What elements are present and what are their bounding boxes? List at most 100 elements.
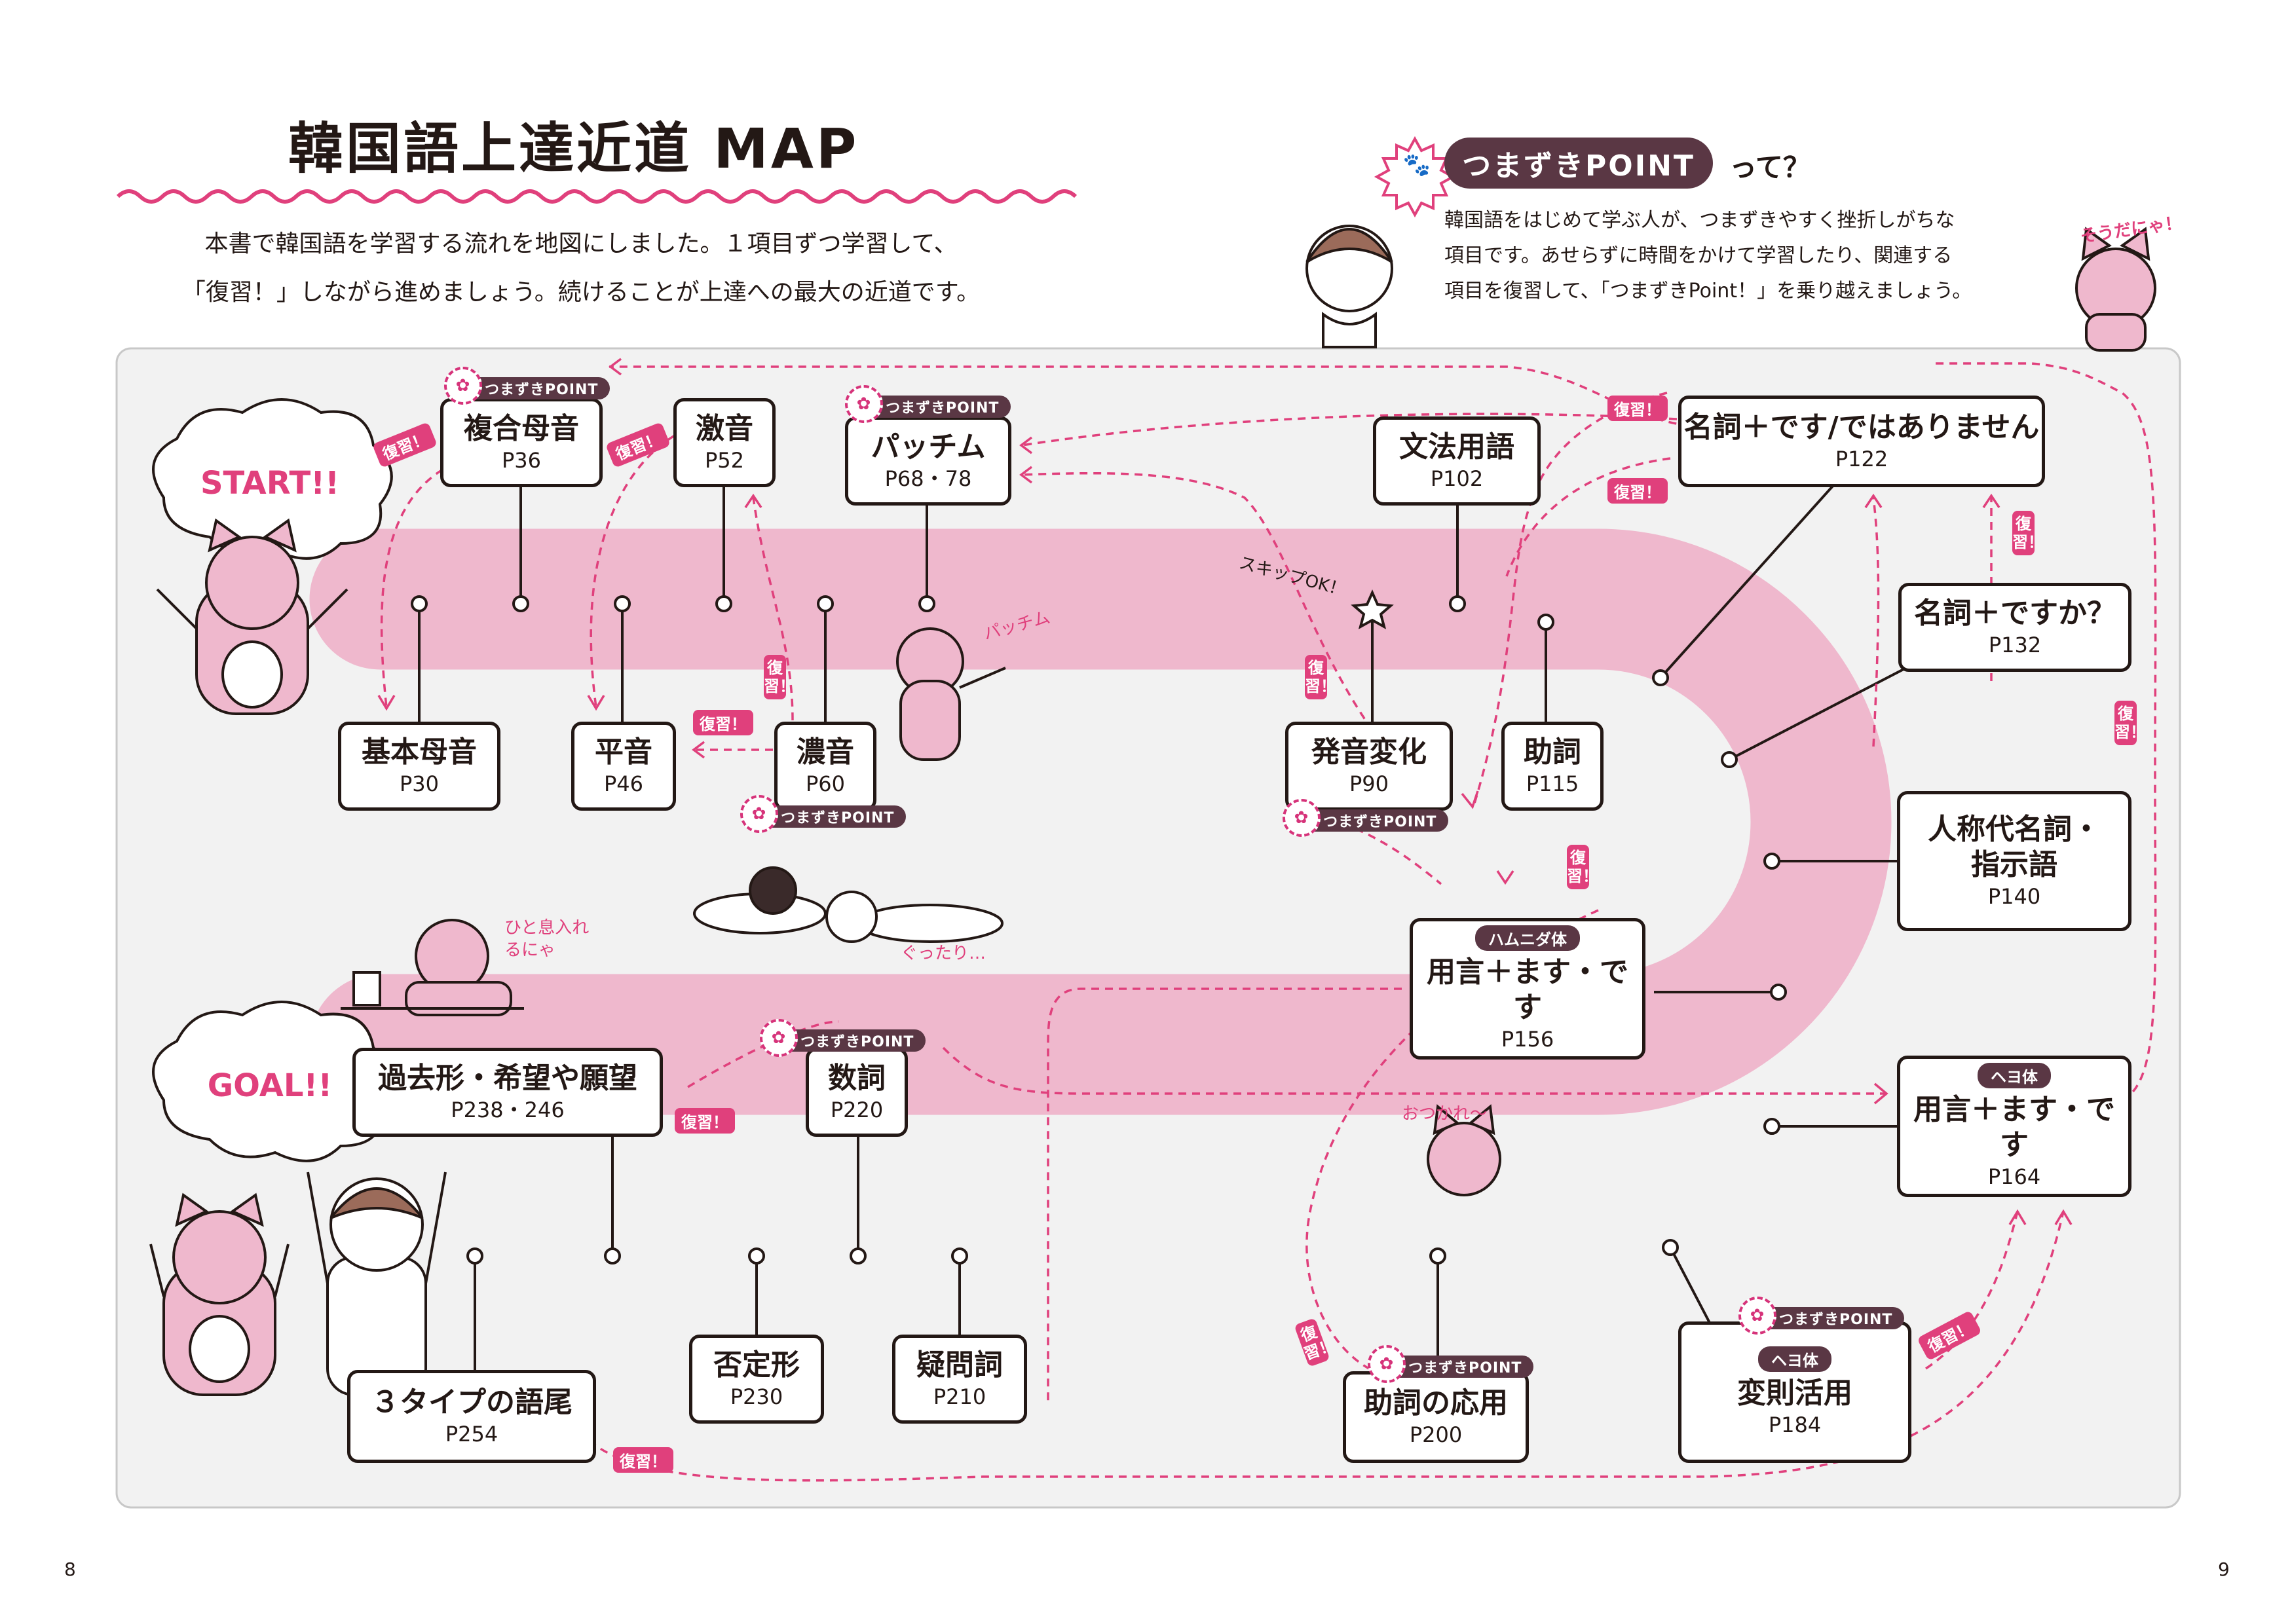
node-label: 名詞＋です/ではありません xyxy=(1683,411,2040,444)
node-nouon[interactable]: 濃音 P60 xyxy=(774,722,876,811)
header-person-illustration xyxy=(1305,225,1393,348)
goal-label: GOAL!! xyxy=(207,1067,333,1104)
node-gimonshi[interactable]: 疑問詞 P210 xyxy=(892,1335,1027,1424)
node-page: P52 xyxy=(704,448,744,473)
arrowheads xyxy=(377,358,2073,1225)
node-label-2: 指示語 xyxy=(1971,848,2057,881)
node-hiteikei[interactable]: 否定形 P230 xyxy=(689,1335,824,1424)
tsumazuki-badge: ✿つまずきPOINT xyxy=(1283,799,1449,837)
node-page: P220 xyxy=(830,1098,884,1122)
header-cat-illustration xyxy=(2075,227,2156,352)
node-page: P238・246 xyxy=(451,1098,565,1122)
badge-label: つまずきPOINT xyxy=(886,400,1000,416)
patchim-cat-illustration xyxy=(896,627,1006,761)
node-style-tag: ヘヨ体 xyxy=(1978,1062,2051,1088)
node-fukugou-boin[interactable]: 複合母音 P36 xyxy=(440,398,603,487)
badge-label: つまずきPOINT xyxy=(1408,1360,1522,1376)
node-kakokei[interactable]: 過去形・希望や願望 P238・246 xyxy=(352,1048,663,1137)
badge-label: つまずきPOINT xyxy=(781,810,895,826)
review-badge: 復習！ xyxy=(1607,396,1668,421)
node-page: P140 xyxy=(1987,884,2041,909)
node-label: 平音 xyxy=(595,735,652,769)
node-gekion[interactable]: 激音 P52 xyxy=(673,398,776,487)
node-style-tag: ヘヨ体 xyxy=(1758,1346,1831,1372)
review-routes xyxy=(380,362,2157,1482)
node-yougen-heyo[interactable]: ヘヨ体 用言＋ます・です P164 xyxy=(1897,1056,2131,1197)
page-number-left: 8 xyxy=(64,1559,76,1580)
node-meishi-desu[interactable]: 名詞＋です/ではありません P122 xyxy=(1678,396,2045,487)
resting-cat-illustration xyxy=(341,919,524,1016)
start-cat-illustration xyxy=(156,518,348,715)
node-ninshou-daimeishi[interactable]: 人称代名詞・ 指示語 P140 xyxy=(1897,791,2131,931)
node-heion[interactable]: 平音 P46 xyxy=(571,722,676,811)
node-page: P230 xyxy=(730,1384,783,1409)
guttari-doodle: ぐったり… xyxy=(901,944,986,963)
node-kihon-boin[interactable]: 基本母音 P30 xyxy=(338,722,500,811)
badge-label: つまずきPOINT xyxy=(1323,814,1437,830)
node-patchim[interactable]: パッチム P68・78 xyxy=(845,416,1011,506)
node-label: 文法用語 xyxy=(1399,430,1514,464)
node-page: P102 xyxy=(1430,466,1484,491)
node-yougen-hamnida[interactable]: ハムニダ体 用言＋ます・です P156 xyxy=(1410,918,1645,1060)
hitoiki-doodle: ひと息入れるにゃ xyxy=(504,918,590,960)
node-label: 発音変化 xyxy=(1311,735,1427,769)
paw-icon: ✿ xyxy=(1738,1297,1776,1335)
node-joshi[interactable]: 助詞 P115 xyxy=(1501,722,1604,811)
node-suushi[interactable]: 数詞 P220 xyxy=(806,1048,908,1137)
goal-cat-illustration xyxy=(149,1192,290,1396)
explanation-line: 項目です。あせらずに時間をかけて学習したり、関連する xyxy=(1444,244,1953,267)
page-number-right: 9 xyxy=(2218,1559,2230,1580)
node-meishi-desuka[interactable]: 名詞＋ですか？ P132 xyxy=(1898,583,2131,672)
node-label: 過去形・希望や願望 xyxy=(378,1061,637,1095)
node-label: 用言＋ます・です xyxy=(1427,955,1628,1024)
goal-person-illustration xyxy=(307,1172,447,1396)
paw-icon: ✿ xyxy=(760,1019,798,1057)
badge-label: つまずきPOINT xyxy=(800,1034,914,1050)
node-page: P164 xyxy=(1987,1164,2041,1189)
node-page: P184 xyxy=(1768,1412,1822,1437)
intro-line-1: 本書で韓国語を学習する流れを地図にしました。１項目ずつ学習して、 xyxy=(204,231,958,257)
tsumazuki-explanation: 韓国語をはじめて学ぶ人が、つまずきやすく挫折しがちな 項目です。あせらずに時間を… xyxy=(1444,203,2047,309)
node-joshi-ouyou[interactable]: 助詞の応用 P200 xyxy=(1343,1371,1529,1463)
tsumazuki-badge: ✿つまずきPOINT xyxy=(760,1019,926,1057)
node-gobi[interactable]: ３タイプの語尾 P254 xyxy=(347,1370,596,1463)
tsumazuki-badge: ✿つまずきPOINT xyxy=(1368,1345,1534,1383)
review-badge: 復習！ xyxy=(693,710,753,735)
node-label: 名詞＋ですか？ xyxy=(1914,597,2116,630)
node-henkaku-katsuyou[interactable]: ヘヨ体 変則活用 P184 xyxy=(1678,1321,1911,1463)
review-badge: 復習！ xyxy=(1305,655,1336,699)
paw-icon: ✿ xyxy=(444,367,482,405)
node-page: P115 xyxy=(1526,771,1579,796)
badge-label: つまずきPOINT xyxy=(485,382,599,398)
title-wave-underline xyxy=(116,189,1078,204)
node-label: 濃音 xyxy=(797,735,854,769)
start-label: START!! xyxy=(200,465,340,502)
node-page: P200 xyxy=(1409,1422,1463,1447)
node-label: 助詞の応用 xyxy=(1364,1386,1508,1420)
learning-road xyxy=(309,528,1892,1115)
node-bunpou-yougo[interactable]: 文法用語 P102 xyxy=(1373,416,1541,506)
tsumazuki-title-suffix: って？ xyxy=(1729,151,1811,183)
skip-star-icon xyxy=(1351,589,1394,630)
paw-icon: ✿ xyxy=(740,795,778,833)
explanation-line: 項目を復習して、「つまずきPoint！」を乗り越えましょう。 xyxy=(1444,280,1972,303)
paw-icon: ✿ xyxy=(1283,799,1321,837)
node-label: ３タイプの語尾 xyxy=(371,1386,572,1419)
node-label: 変則活用 xyxy=(1737,1376,1852,1410)
page-title: 韓国語上達近道 MAP xyxy=(288,117,859,181)
tsumazuki-title-paw-badge xyxy=(1374,136,1456,218)
node-page: P68・78 xyxy=(884,466,972,491)
node-label: 用言＋ます・です xyxy=(1913,1092,2115,1162)
review-badge: 復習！ xyxy=(1567,845,1598,889)
node-label: パッチム xyxy=(871,430,986,464)
node-label: 助詞 xyxy=(1524,735,1581,769)
review-badge: 復習！ xyxy=(764,655,795,699)
node-page: P90 xyxy=(1349,771,1389,796)
node-hatsuon-henka[interactable]: 発音変化 P90 xyxy=(1285,722,1453,811)
node-style-tag: ハムニダ体 xyxy=(1475,925,1580,951)
paw-icon: 🐾 xyxy=(1402,152,1431,178)
review-badge: 復習！ xyxy=(1607,478,1668,504)
node-label: 基本母音 xyxy=(362,735,477,769)
paw-icon: ✿ xyxy=(845,385,883,423)
tsumazuki-title-pill: つまずきPOINT xyxy=(1444,138,1713,189)
